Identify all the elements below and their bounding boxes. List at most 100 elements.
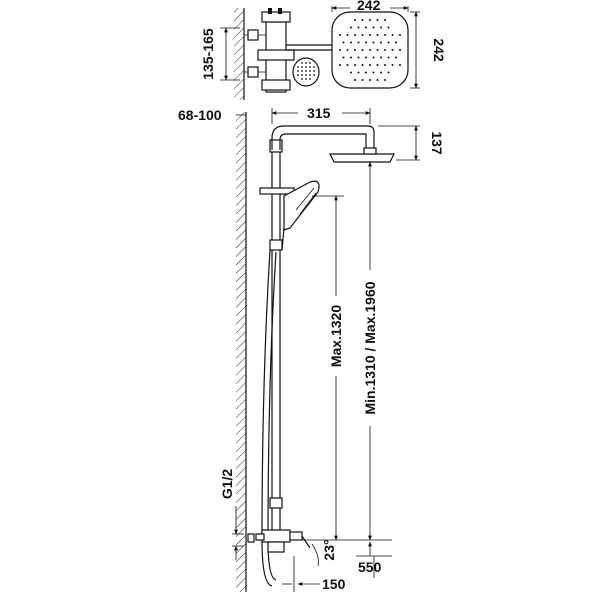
nozzle-dot [369, 64, 371, 66]
dim-spout: 150 [282, 556, 346, 592]
dim-valve-height-label: 550 [358, 559, 382, 575]
nozzle-dot [342, 56, 345, 59]
nozzle-dot [354, 64, 356, 66]
nozzle-dot [361, 34, 364, 36]
nozzle-dot [384, 19, 386, 21]
rain-head-side [329, 147, 395, 163]
dim-head-drop-label: 137 [429, 131, 445, 155]
nozzle-dot [372, 26, 375, 29]
nozzle-dot [357, 41, 360, 44]
top-mixer-body [244, 8, 332, 93]
nozzle-dot [357, 71, 360, 74]
dim-head-depth: 242 [410, 11, 447, 89]
nozzle-dot [399, 64, 401, 66]
nozzle-dot [350, 56, 352, 59]
dim-spout-label: 150 [322, 576, 346, 592]
hand-nozzle-dot [301, 74, 303, 76]
dim-wall-mount: 135-165 [200, 27, 240, 81]
nozzle-dot [380, 71, 382, 74]
nozzle-dot [339, 49, 341, 51]
hand-nozzle-dot [309, 74, 311, 76]
nozzle-dot [372, 56, 375, 59]
hand-shower [259, 180, 320, 251]
nozzle-dot [384, 34, 386, 36]
hand-nozzle-dot [305, 70, 307, 72]
dim-wall-mount-label: 135-165 [200, 28, 216, 80]
hand-nozzle-dot [301, 62, 303, 64]
dim-wall-offset-label: 68-100 [178, 107, 222, 123]
nozzle-dot [346, 64, 349, 66]
hand-nozzle-dot [301, 78, 303, 80]
hand-nozzle-dot [313, 70, 315, 72]
nozzle-dot [387, 41, 390, 44]
dim-head-depth-label: 242 [431, 38, 447, 62]
nozzle-dot [354, 19, 356, 21]
nozzle-dot [361, 49, 364, 51]
nozzle-dot [380, 41, 382, 44]
nozzle-dot [384, 64, 386, 66]
hand-nozzle-dot [313, 66, 315, 68]
hand-nozzle-dot [305, 62, 307, 64]
hand-nozzle-dot [305, 66, 307, 68]
nozzle-dot [339, 64, 341, 66]
nozzle-dot [365, 41, 367, 44]
nozzle-dot [342, 41, 345, 44]
nozzle-dot [361, 19, 364, 21]
nozzle-dot [376, 64, 379, 66]
nozzle-dot [391, 49, 394, 51]
nozzle-dot [376, 34, 379, 36]
dim-head-height: Min.1310 / Max.1960 [362, 161, 378, 541]
nozzle-dot [376, 79, 379, 81]
nozzle-dot [354, 34, 356, 36]
nozzle-dot [369, 49, 371, 51]
nozzle-dot [380, 26, 382, 29]
dim-hand-height: Max.1320 [312, 195, 344, 541]
nozzle-dot [376, 49, 379, 51]
dim-head-width-label: 242 [357, 0, 381, 13]
hand-nozzle-dot [313, 74, 315, 76]
nozzle-dot [372, 71, 375, 74]
dim-thread: G1/2 [219, 469, 244, 560]
dim-arm-length-label: 315 [307, 105, 331, 121]
hand-nozzle-dot [305, 74, 307, 76]
nozzle-dot [380, 56, 382, 59]
nozzle-dot [384, 79, 386, 81]
hand-nozzle-dot [301, 66, 303, 68]
nozzle-dot [399, 49, 401, 51]
nozzle-dot [354, 79, 356, 81]
hand-nozzle-dot [309, 70, 311, 72]
hand-nozzle-dot [297, 70, 299, 72]
hand-nozzle-dot [309, 62, 311, 64]
side-wall [236, 112, 246, 592]
dim-arm-length: 315 [271, 105, 371, 124]
side-view: 68-100 315 [178, 105, 445, 592]
nozzle-dot [346, 34, 349, 36]
nozzle-dot [357, 56, 360, 59]
top-wall [234, 8, 244, 100]
nozzle-dot [365, 26, 367, 29]
dim-hand-height-label: Max.1320 [328, 305, 344, 367]
nozzle-dot [391, 64, 394, 66]
hand-nozzle-dot [309, 78, 311, 80]
nozzle-dot [357, 26, 360, 29]
nozzle-dot [372, 41, 375, 44]
top-view: 242 242 135-165 [200, 0, 447, 100]
shower-hose [261, 249, 277, 587]
shower-arm [271, 125, 375, 150]
top-hand-shower-plan [292, 57, 320, 87]
nozzle-dot [387, 71, 390, 74]
nozzle-dot [369, 34, 371, 36]
dim-head-height-label: Min.1310 / Max.1960 [362, 281, 378, 414]
nozzle-dot [365, 71, 367, 74]
nozzle-dot [376, 19, 379, 21]
top-head-plan [331, 11, 409, 89]
nozzle-dot [387, 56, 390, 59]
dim-angle: 23° [311, 539, 337, 567]
dim-wall-offset: 68-100 [178, 107, 246, 123]
dim-angle-label: 23° [321, 539, 337, 560]
nozzle-dot [399, 34, 401, 36]
dim-head-drop: 137 [378, 125, 445, 161]
mixer-valve [247, 529, 311, 553]
dim-head-width: 242 [331, 0, 409, 13]
